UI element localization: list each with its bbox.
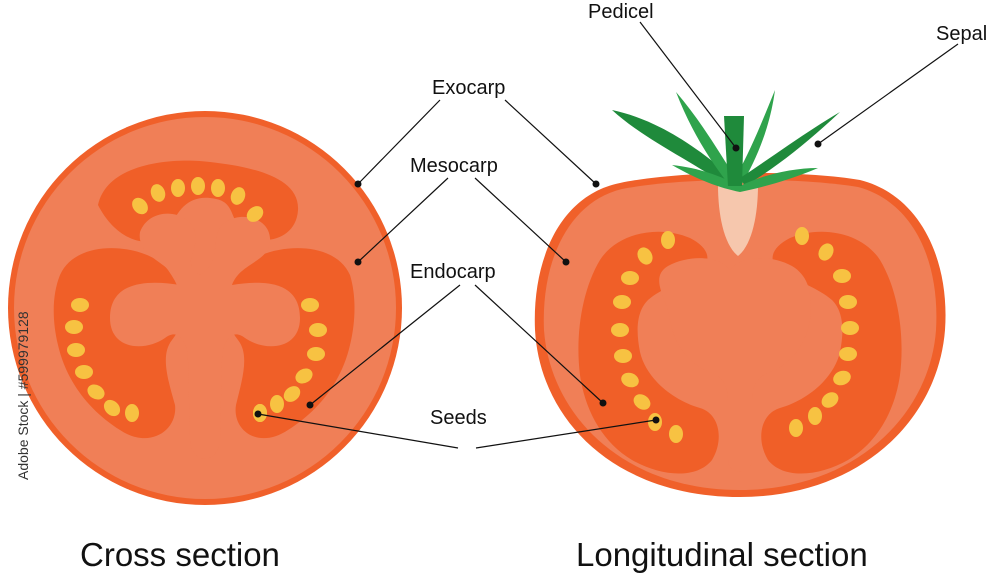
long-placenta	[659, 258, 811, 472]
long-locule-right	[761, 231, 902, 474]
seed	[132, 197, 148, 215]
seed	[65, 320, 83, 334]
leader-sepal	[817, 43, 959, 145]
caption-longitudinal-section: Longitudinal section	[576, 536, 868, 573]
stock-watermark: Adobe Stock | #599979128	[15, 311, 31, 480]
leader-mesocarp-cross	[357, 177, 449, 263]
label-pedicel: Pedicel	[588, 1, 654, 23]
seed	[103, 399, 121, 417]
leader-dot	[732, 144, 740, 152]
seed	[669, 425, 683, 443]
leader-endocarp-long	[474, 284, 604, 404]
sepal-leaf	[612, 110, 735, 188]
seed	[71, 298, 89, 312]
seed	[841, 321, 859, 335]
seed	[295, 368, 313, 384]
long-core	[718, 185, 758, 256]
seed	[789, 419, 803, 437]
longitudinal-seeds	[611, 227, 859, 443]
leader-seeds-cross	[257, 413, 459, 449]
leader-dot	[306, 401, 314, 409]
leader-dots	[254, 140, 822, 424]
cross-section-tomato	[8, 111, 402, 505]
seed	[283, 386, 301, 402]
leader-lines	[257, 21, 959, 449]
label-mesocarp: Mesocarp	[410, 155, 498, 177]
seed	[191, 177, 205, 195]
seed	[821, 392, 839, 408]
seed	[230, 187, 246, 205]
seed	[661, 231, 675, 249]
seed	[795, 227, 809, 245]
leader-dot	[254, 410, 262, 418]
seed	[171, 179, 185, 197]
seed	[270, 395, 284, 413]
leader-dot	[354, 180, 362, 188]
leader-exocarp-cross	[357, 99, 441, 185]
seed	[614, 349, 632, 363]
label-seeds: Seeds	[430, 407, 487, 429]
seed	[307, 347, 325, 361]
leader-endocarp-cross	[309, 284, 461, 406]
seed	[839, 295, 857, 309]
seed	[621, 372, 639, 388]
seed	[87, 384, 105, 400]
seed	[633, 394, 651, 410]
seed	[621, 271, 639, 285]
seed	[839, 347, 857, 361]
seed	[637, 247, 653, 265]
sepal-leaf	[740, 112, 840, 186]
seed	[150, 184, 166, 202]
leader-dot	[652, 416, 660, 424]
seed	[309, 323, 327, 337]
leader-dot	[592, 180, 600, 188]
seed	[833, 269, 851, 283]
leader-dot	[562, 258, 570, 266]
tomato-stem	[612, 90, 840, 192]
seed	[211, 179, 225, 197]
seed	[75, 365, 93, 379]
seed	[833, 370, 851, 386]
seed	[818, 243, 834, 261]
label-sepal: Sepal	[936, 23, 987, 45]
leader-seeds-long	[475, 419, 657, 449]
leader-dot	[354, 258, 362, 266]
seed	[125, 404, 139, 422]
label-exocarp: Exocarp	[432, 77, 505, 99]
seed	[301, 298, 319, 312]
leader-exocarp-long	[504, 99, 597, 185]
label-endocarp: Endocarp	[410, 261, 496, 283]
cross-seeds	[65, 177, 327, 422]
seed	[611, 323, 629, 337]
long-locule-left	[578, 231, 719, 474]
sepal-leaf	[676, 92, 738, 186]
seed	[67, 343, 85, 357]
pedicel-stalk	[724, 116, 744, 186]
leader-mesocarp-long	[474, 177, 567, 263]
leader-dot	[814, 140, 822, 148]
caption-cross-section: Cross section	[80, 536, 280, 573]
seed	[613, 295, 631, 309]
sepal-leaf	[672, 165, 818, 192]
leader-pedicel	[639, 21, 737, 149]
longitudinal-section-tomato	[534, 172, 946, 498]
leader-dot	[599, 399, 607, 407]
seed	[246, 206, 264, 222]
seed	[808, 407, 822, 425]
cross-placenta	[110, 213, 300, 459]
